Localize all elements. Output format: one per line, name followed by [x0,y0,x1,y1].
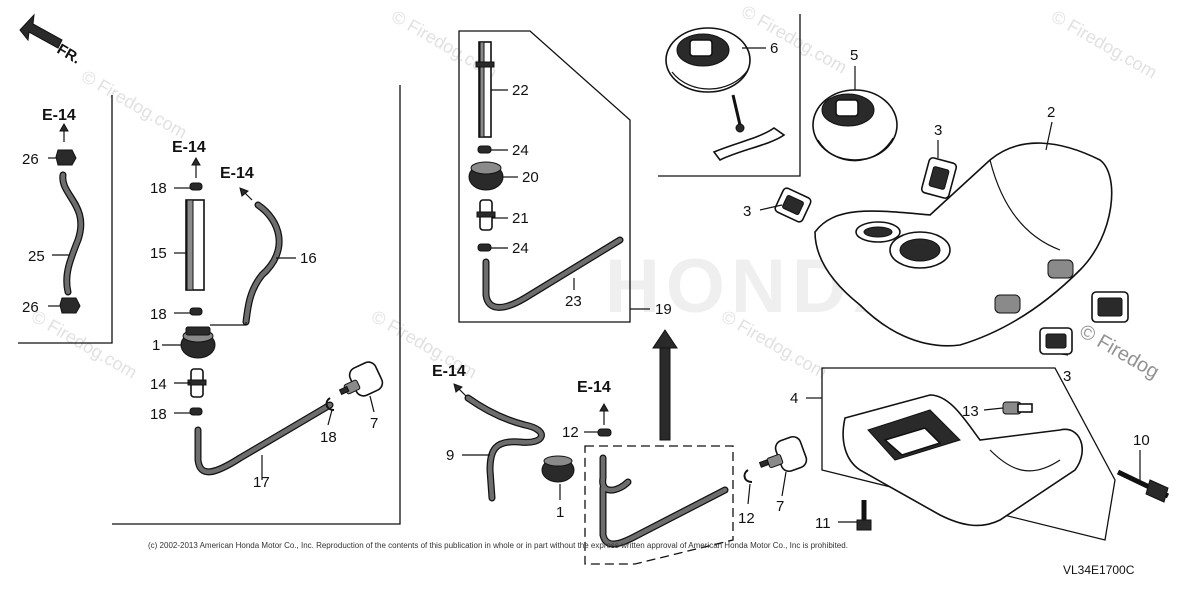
part-23-hose [482,236,624,311]
callout-11: 11 [815,515,831,532]
callout-9: 9 [446,447,454,464]
part-24-clamp [477,243,492,252]
callout-6: 6 [770,40,778,57]
callout-4: 4 [790,390,798,407]
part-26-clip-bottom [59,297,81,314]
part-21-joint [476,199,496,231]
part-14-joint [187,368,207,398]
callout-24: 24 [512,142,529,159]
callout-12: 12 [562,424,579,441]
filter-hose-dashed-frame [584,445,734,565]
middle-left-panel-frame [112,85,401,525]
callout-21: 21 [512,210,529,227]
part-20-grommet [468,161,504,191]
watermark-text: © Firedog.com [738,1,850,77]
part-4-tank-guard [842,394,1084,527]
callout-18: 18 [320,429,337,446]
part-22-pipe [475,41,495,138]
callout-12: 12 [738,510,755,527]
left-panel-frame [18,95,113,344]
callout-22: 22 [512,82,529,99]
callout-5: 5 [850,47,858,64]
callout-23: 23 [565,293,582,310]
reference-tags: E-14 E-14 E-14 E-14 E-14 [42,107,611,396]
part-1-grommet [541,455,575,483]
part-12-clamp [597,428,612,437]
part-16-hose [242,201,283,326]
part-6-fuel-cap-with-strap [665,27,786,162]
callout-26: 26 [22,299,39,316]
callout-18: 18 [150,306,167,323]
callout-20: 20 [522,169,539,186]
reference-e14: E-14 [220,165,254,182]
part-26-clip-top [55,149,77,166]
reference-e14: E-14 [432,363,466,380]
tank-guard-panel-frame [821,367,1116,541]
part-7-fuel-filter [338,361,384,397]
diagram-code: VL34E1700C [1063,563,1135,577]
watermark-text: © Firedog.com [78,66,190,142]
part-2-fuel-tank [814,142,1113,347]
copyright-notice: (c) 2002-2013 American Honda Motor Co., … [148,541,848,550]
callout-15: 15 [150,245,167,262]
part-18-clamp [189,407,203,416]
callout-3: 3 [743,203,751,220]
part-12-clip [743,469,753,483]
part-15-tube [185,199,205,291]
arrow-icon [19,13,63,49]
part-3-rubber-mount [920,157,958,199]
watermark-text: © Firedog.com [1048,6,1160,82]
part-9-hose [464,394,545,502]
fuel-cap-panel-frame [658,14,801,177]
callout-3: 3 [1063,368,1071,385]
callout-7: 7 [776,498,784,515]
callout-17: 17 [253,474,270,491]
leader-lines [48,47,1141,523]
part-13-collar-bolt [1002,401,1033,415]
pickup-assembly-frame [458,30,631,323]
watermark-partial: © Firedog [1076,320,1163,383]
part-18-clamp [189,307,203,316]
up-arrow-icon [652,329,678,441]
callout-14: 14 [150,376,167,393]
part-3-rubber-mount [1039,327,1073,355]
callout-2: 2 [1047,104,1055,121]
part-3-rubber-mount [774,187,812,223]
callout-26: 26 [22,151,39,168]
part-7-fuel-filter [758,435,808,473]
callout-10: 10 [1133,432,1150,449]
part-19-hose [599,454,729,548]
callout-19: 19 [655,301,672,318]
callout-25: 25 [28,248,45,265]
callout-16: 16 [300,250,317,267]
callout-24: 24 [512,240,529,257]
part-18-clamp [189,182,203,191]
reference-e14: E-14 [172,139,206,156]
part-10-flange-bolt [1116,469,1170,503]
part-18-clip [325,397,335,411]
part-3-rubber-mount [1091,291,1129,323]
part-5-fuel-cap [812,89,898,162]
callout-1: 1 [152,337,160,354]
callout-labels: 26 25 26 18 15 18 1 14 18 16 17 18 7 22 … [22,40,1150,532]
reference-e14: E-14 [42,107,76,124]
callout-18: 18 [150,406,167,423]
callout-3: 3 [934,122,942,139]
part-1-grommet [180,326,216,359]
part-11-flange-bolt [856,500,872,531]
callout-7: 7 [370,415,378,432]
part-25-hose [59,171,85,296]
callout-13: 13 [962,403,979,420]
part-17-hose [194,401,334,476]
callout-18: 18 [150,180,167,197]
callout-1: 1 [556,504,564,521]
reference-e14: E-14 [577,379,611,396]
part-24-clamp [477,145,492,154]
watermark-text: © Firedog.com [28,306,140,382]
front-direction-indicator: FR. [19,13,83,68]
